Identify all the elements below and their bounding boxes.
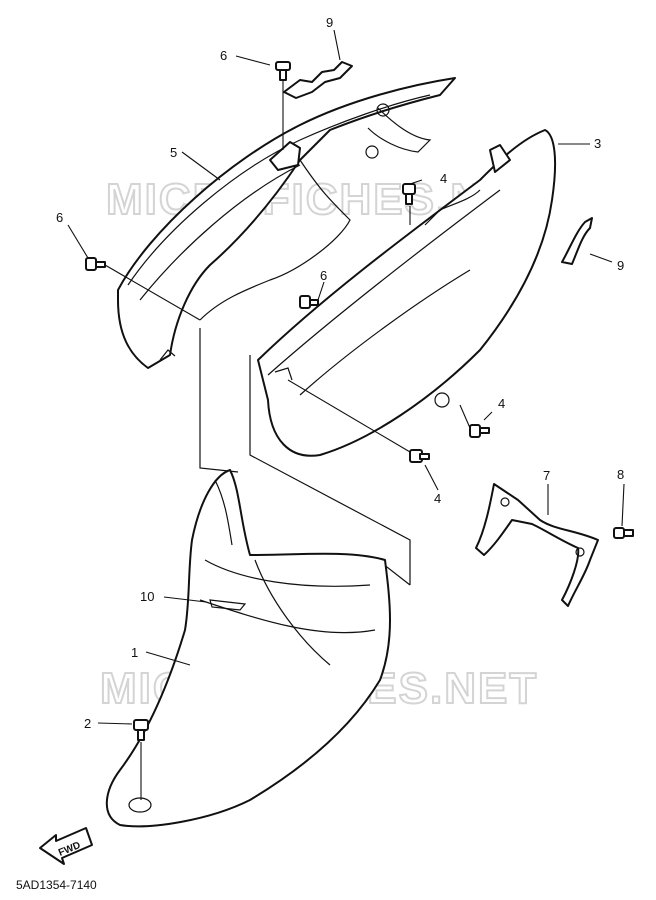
part-7-hole bbox=[500, 497, 510, 507]
callout-4-upper: 4 bbox=[440, 171, 447, 186]
callout-4-lower: 4 bbox=[434, 491, 441, 506]
callout-8: 8 bbox=[617, 467, 624, 482]
callout-5: 5 bbox=[170, 145, 177, 160]
part-9-clip-top bbox=[283, 61, 353, 99]
callout-4-right: 4 bbox=[498, 396, 505, 411]
screw-6-top bbox=[275, 61, 291, 81]
screw-6-left bbox=[85, 257, 106, 271]
fwd-arrow-icon: FWD bbox=[39, 827, 93, 865]
callout-3: 3 bbox=[594, 136, 601, 151]
diagram-code: 5AD1354-7140 bbox=[16, 878, 97, 892]
part-1-lower-cover bbox=[105, 469, 391, 828]
part-3-side-cover-right bbox=[257, 129, 557, 457]
screw-6-mid bbox=[299, 295, 319, 309]
screw-4-right bbox=[469, 424, 490, 438]
callout-1: 1 bbox=[131, 645, 138, 660]
callout-9-top: 9 bbox=[326, 15, 333, 30]
screw-8 bbox=[613, 527, 634, 539]
screw-4-upper bbox=[402, 183, 416, 205]
callout-6-top: 6 bbox=[220, 48, 227, 63]
leader-lines bbox=[67, 29, 625, 800]
part-7-bracket bbox=[475, 483, 599, 607]
part-7-hole bbox=[575, 547, 585, 557]
callout-10: 10 bbox=[140, 589, 154, 604]
screw-2 bbox=[133, 719, 149, 741]
callout-7: 7 bbox=[543, 468, 550, 483]
screw-4-lower bbox=[409, 449, 430, 463]
part-9-clip-right bbox=[561, 217, 593, 265]
callout-9-right: 9 bbox=[617, 258, 624, 273]
callout-6-left: 6 bbox=[56, 210, 63, 225]
callout-2: 2 bbox=[84, 716, 91, 731]
callout-6-mid: 6 bbox=[320, 268, 327, 283]
part-5-side-cover-upper bbox=[117, 77, 456, 369]
